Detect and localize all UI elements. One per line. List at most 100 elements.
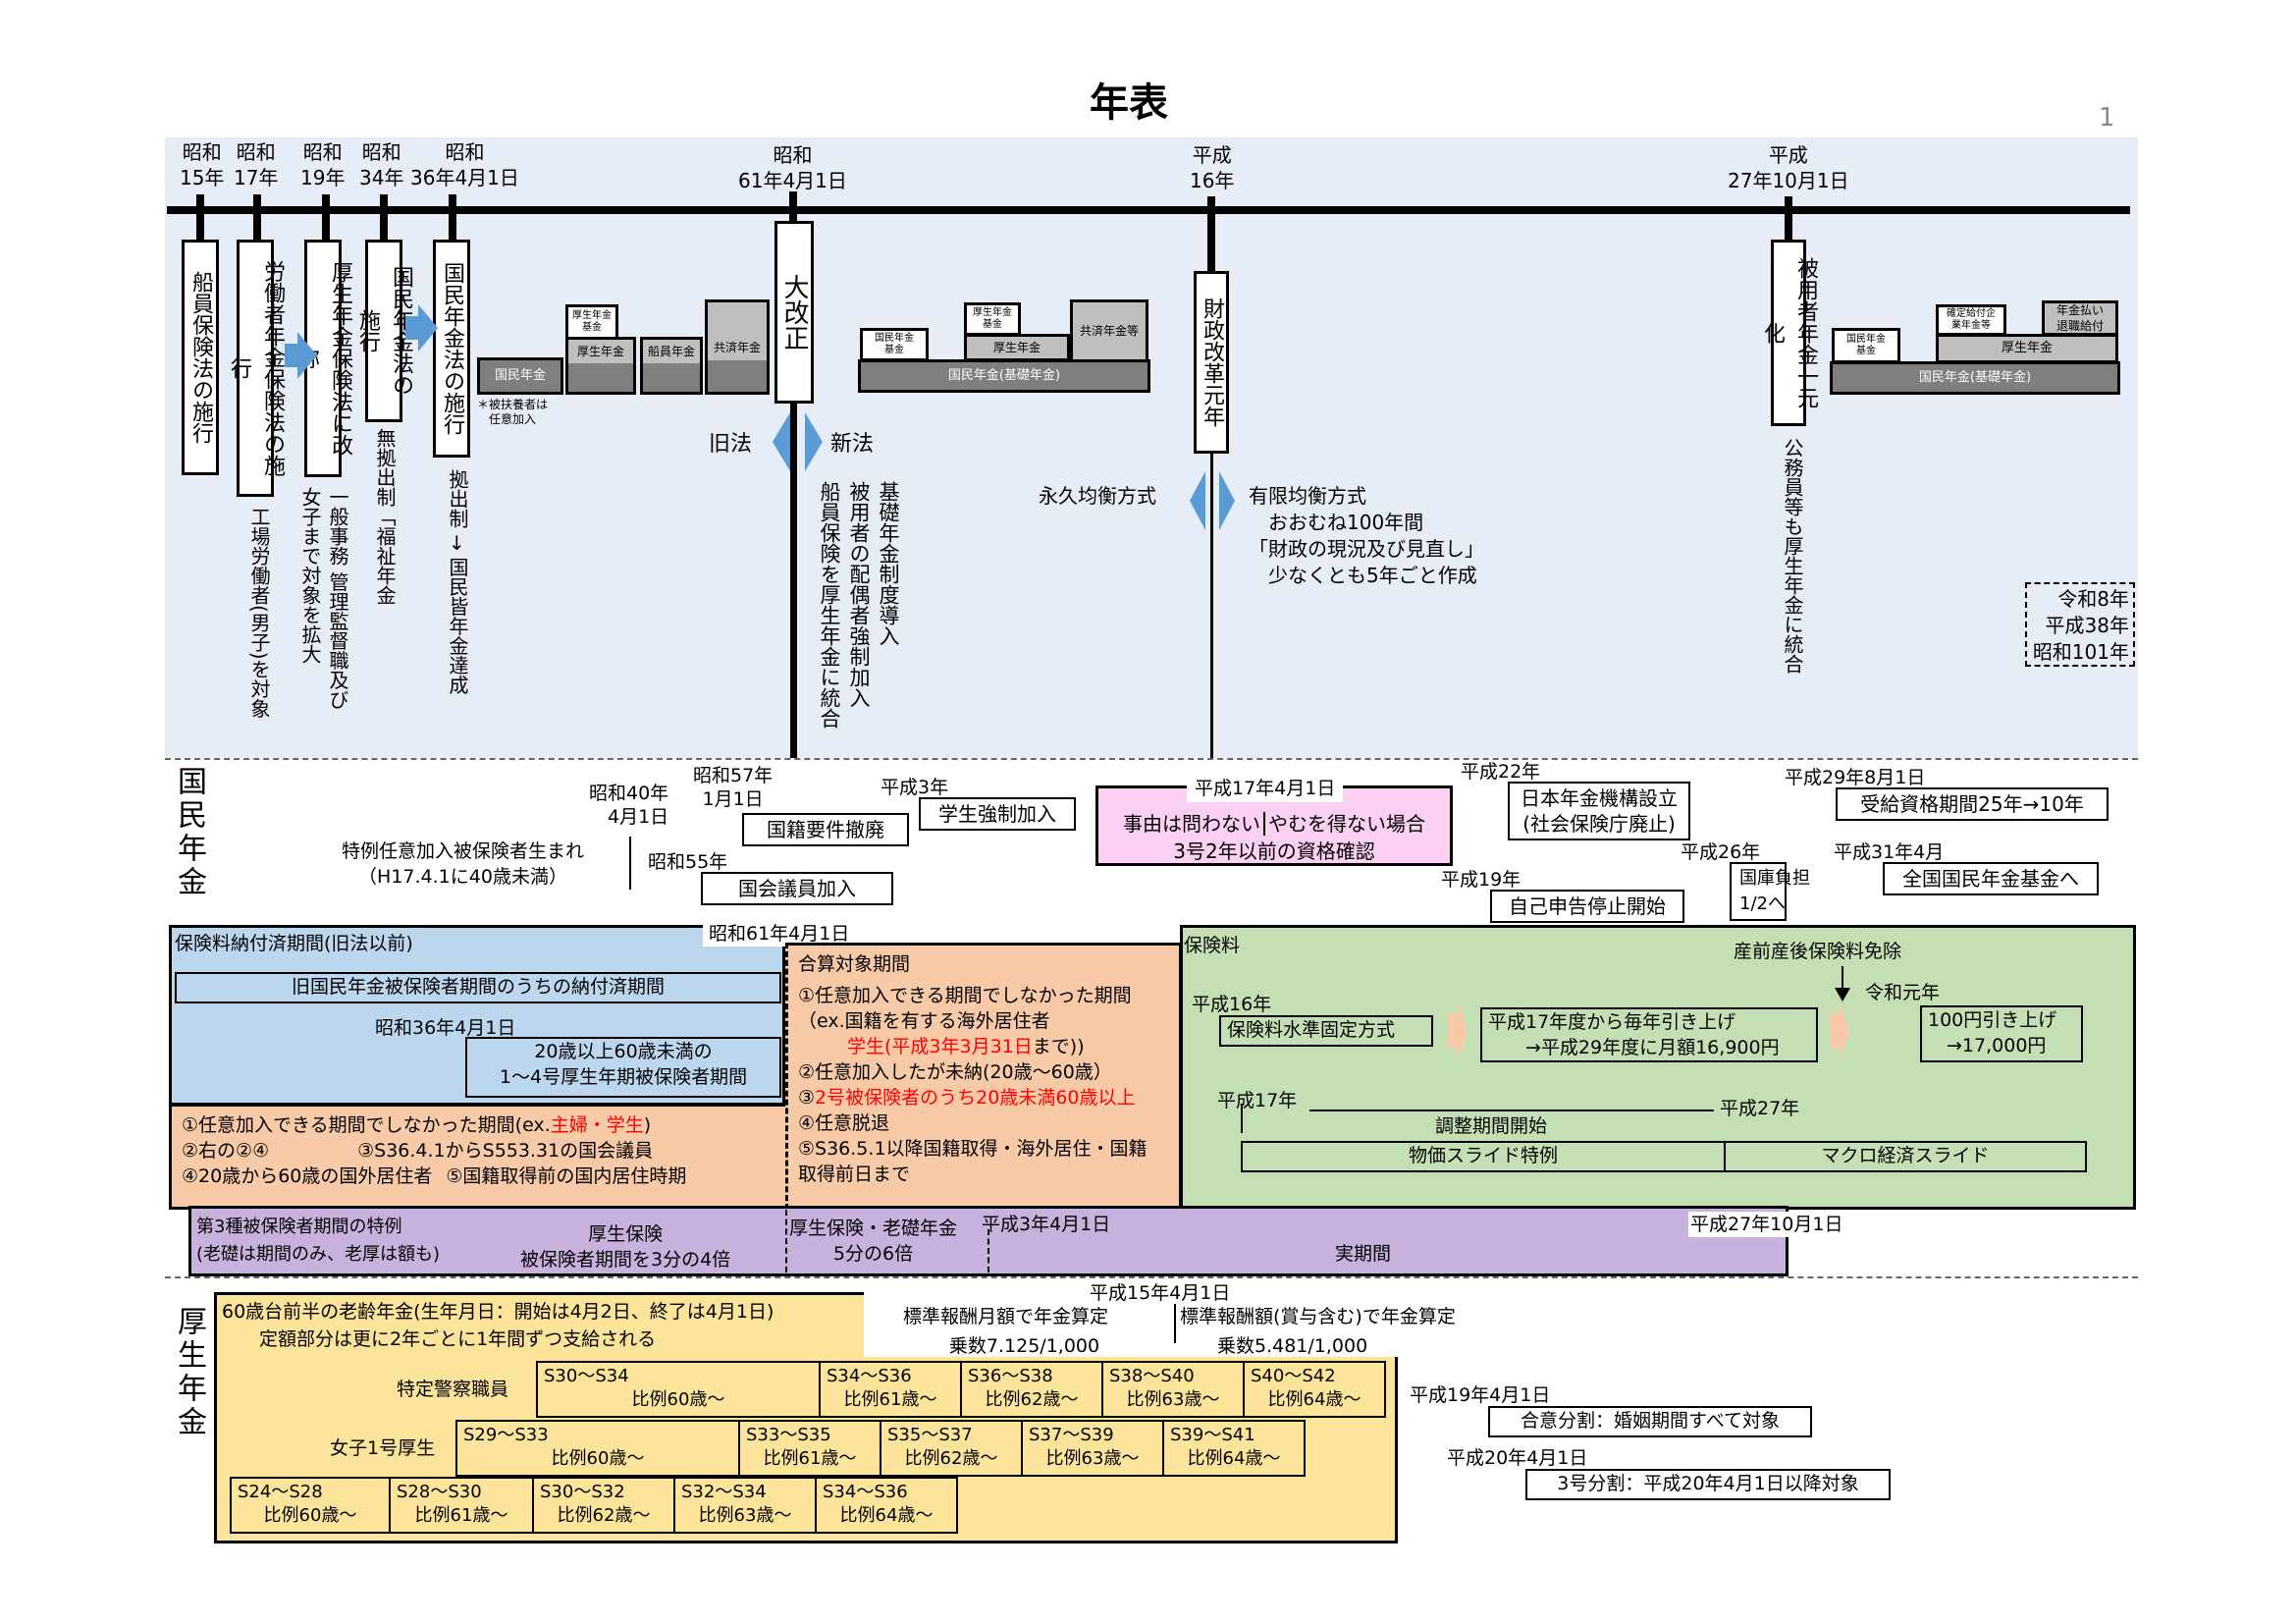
event-note: 基礎年金制度導入 被用者の配偶者強制加入 船員保険を厚生年金に統合 — [818, 481, 900, 729]
karasan-title: 合算対象期間 — [798, 953, 911, 975]
event-note: 公務員等も厚生年金に統合 — [1781, 438, 1804, 674]
era-label: 昭和 17年 — [234, 140, 279, 189]
block-kosei: 厚生年金 — [1936, 334, 2118, 363]
arrow-left-icon — [1190, 471, 1205, 530]
event-date: 平成31年4月 — [1834, 841, 1945, 863]
marker-line — [629, 837, 631, 890]
timeline-tick — [789, 191, 797, 221]
marker-line — [1241, 1104, 1243, 1133]
timeline-band — [165, 137, 2138, 758]
event-date: 平成26年 — [1681, 841, 1761, 863]
event-date: 昭和40年 4月1日 — [589, 783, 669, 828]
block-kyosai: 共済年金等 — [1070, 299, 1148, 362]
premium-exempt: 産前産後保険料免除 — [1734, 941, 1902, 962]
event-note: 拠出制 → 国民皆年金達成 — [446, 469, 469, 695]
footnote: ＊被扶養者は 任意加入 — [477, 398, 549, 426]
macro-slide: マクロ経済スライド — [1724, 1141, 2087, 1172]
block-kosei: 厚生年金 — [964, 334, 1070, 361]
section-divider — [165, 758, 2138, 760]
block-kokumin: 国民年金 — [477, 357, 563, 395]
karasan-line: ⑤S36.5.1以降国籍取得・海外居住・国籍 — [798, 1138, 1148, 1160]
arrow-left-icon — [773, 412, 790, 471]
women-label: 女子1号厚生 — [330, 1437, 436, 1459]
arrow-right-icon — [297, 332, 317, 379]
arrow-right-icon — [418, 304, 438, 352]
adjust-label: 調整期間開始 — [1435, 1115, 1548, 1137]
police-label: 特定警察職員 — [397, 1379, 509, 1400]
timeline-tick — [1785, 196, 1792, 241]
timeline-tick — [322, 194, 330, 240]
timeline-tick — [449, 194, 456, 240]
arrow-right-icon — [1219, 471, 1235, 530]
split-date: 平成19年4月1日 — [1410, 1384, 1551, 1406]
finite-balance-label: 有限均衡方式 おおむね100年間 「財政の現況及び見直し」 少なくとも5年ごと作… — [1249, 484, 1484, 587]
arrow-right-icon — [805, 412, 823, 471]
old-karasan-line: ①任意加入できる期間でしなかった期間(ex.主婦・学生) — [182, 1114, 652, 1136]
event-box: 国籍要件撤廃 — [742, 813, 909, 846]
price-slide: 物価スライド特例 — [1241, 1141, 1726, 1172]
pink-box-date: 平成17年4月1日 — [1187, 775, 1344, 802]
old-law-label: 旧法 — [709, 432, 753, 457]
future-year: 昭和101年 — [2032, 640, 2129, 664]
event-box: 学生強制加入 — [919, 797, 1076, 831]
pink-bottom: 3号2年以前の資格確認 — [1173, 839, 1375, 863]
block-kiso: 国民年金(基礎年金) — [858, 359, 1150, 393]
era-label: 昭和 34年 — [359, 140, 404, 189]
event-box: 船員保険法の施行 — [182, 240, 219, 475]
new-law-label: 新法 — [830, 432, 875, 457]
event-date: 平成29年8月1日 — [1785, 767, 1926, 788]
timeline-tick — [1207, 196, 1215, 271]
karasan-line: 学生(平成3年3月31日まで)) — [847, 1036, 1085, 1057]
marker-line — [1309, 1110, 1714, 1111]
pink-left: 事由は問わない — [1123, 812, 1260, 836]
marker-line — [1842, 966, 1843, 990]
event-date: 平成3年 — [881, 777, 949, 798]
timeline-tick — [380, 194, 388, 240]
event-box: 国民年金法の施行 — [433, 240, 470, 458]
page-number: 1 — [2099, 103, 2115, 133]
paid-period-title: 保険料納付済期間(旧法以前) — [175, 933, 413, 954]
era-label: 平成 27年10月1日 — [1728, 143, 1849, 192]
section-divider — [165, 1276, 2138, 1278]
event-note: 一般事務 管理監督職及び 女子まで対象を拡大 — [298, 487, 349, 710]
premium-title: 保険料 — [1184, 935, 1241, 956]
event-box: 全国国民年金基金へ — [1883, 862, 2099, 895]
event-note: 無拠出制「福祉年金 — [373, 428, 397, 605]
block-kosei: 厚生年金 — [565, 337, 636, 395]
event-date: 昭和55年 — [648, 851, 728, 873]
left-calc: 標準報酬月額で年金算定 乗数7.125/1,000 — [903, 1306, 1109, 1357]
arrow-right-icon — [1830, 1001, 1849, 1060]
event-box: 受給資格期間25年→10年 — [1836, 787, 2109, 821]
premium-date: 平成27年 — [1720, 1098, 1800, 1119]
calc-area — [864, 1288, 1414, 1357]
future-year: 令和8年 — [2057, 587, 2129, 611]
karasan-line: ④任意脱退 — [798, 1112, 890, 1134]
event-box: 国民年金法の施行 — [355, 240, 413, 422]
pink-box: 平成17年4月1日 事由は問わないやむを得ない場合 3号2年以前の資格確認 — [1095, 775, 1453, 866]
event-date: 昭和57年 1月1日 — [693, 765, 774, 810]
timeline-axis — [167, 206, 2130, 214]
section-label-kokumin: 国民年金 — [172, 766, 206, 899]
paid-row: 旧国民年金被保険者期間のうちの納付済期間 — [175, 972, 781, 1003]
arrow-down-icon — [1835, 988, 1850, 1001]
block-nenkin-barai: 年金払い 退職給付 — [2042, 300, 2118, 336]
karasan-line: ①任意加入できる期間でしなかった期間 — [798, 985, 1132, 1006]
block-kakutei: 確定給付企 業年金等 — [1936, 304, 2006, 336]
paid-date: 昭和36年4月1日 — [375, 1017, 516, 1039]
future-year-box: 令和8年 平成38年 昭和101年 — [2025, 582, 2135, 667]
arrow-right-icon — [405, 316, 419, 340]
